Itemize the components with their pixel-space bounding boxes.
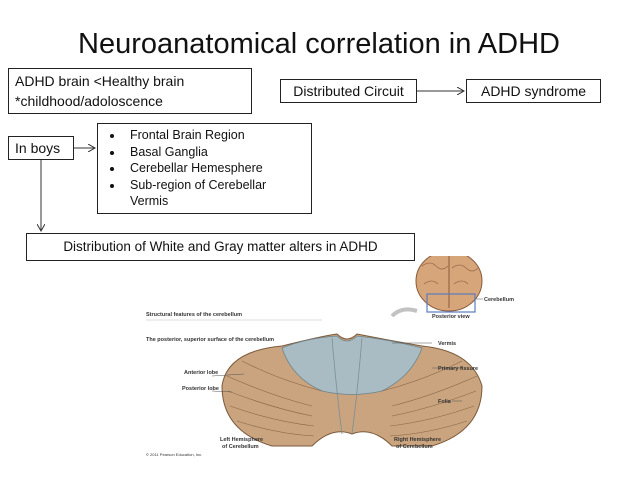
posterior-lobe-label: Posterior lobe [182,386,219,392]
vermis-label: Vermis [438,341,456,347]
adhd-brain-line-1: ADHD brain <Healthy brain [15,73,185,89]
region-item: Basal Ganglia [124,144,305,161]
left-hemisphere-label-2: of Cerebellum [222,444,259,450]
region-item: Frontal Brain Region [124,127,305,144]
posterior-view-label: Posterior view [432,314,470,320]
folia-label: Folia [438,399,452,405]
adhd-syndrome-box: ADHD syndrome [466,79,601,103]
page-title: Neuroanatomical correlation in ADHD [78,28,560,60]
cerebellum-main [221,333,483,447]
brain-regions-box: Frontal Brain Region Basal Ganglia Cereb… [97,123,312,214]
distributed-circuit-box: Distributed Circuit [280,79,417,103]
figure-subheading: The posterior, superior surface of the c… [146,337,274,343]
adhd-brain-line-2: *childhood/adoloscence [15,93,163,109]
cerebellum-label: Cerebellum [484,297,514,303]
region-item: Cerebellar Hemesphere [124,160,305,177]
figure-heading: Structural features of the cerebellum [146,312,242,318]
region-item: Sub-region of Cerebellar Vermis [124,177,305,210]
posterior-view-brain [390,256,483,318]
adhd-brain-box: ADHD brain <Healthy brain *childhood/ado… [8,68,252,114]
right-hemisphere-label-1: Right Hemisphere [394,437,441,443]
primary-fissure-label: Primary fissure [438,366,478,372]
cerebellum-illustration: Posterior view Cerebellum Structural fea… [146,256,514,457]
anterior-lobe-label: Anterior lobe [184,370,218,376]
distribution-box: Distribution of White and Gray matter al… [26,233,415,261]
copyright-label: © 2011 Pearson Education, Inc. [146,452,202,457]
in-boys-box: In boys [8,136,74,160]
right-hemisphere-label-2: of Cerebellum [396,444,433,450]
left-hemisphere-label-1: Left Hemisphere [220,437,263,443]
